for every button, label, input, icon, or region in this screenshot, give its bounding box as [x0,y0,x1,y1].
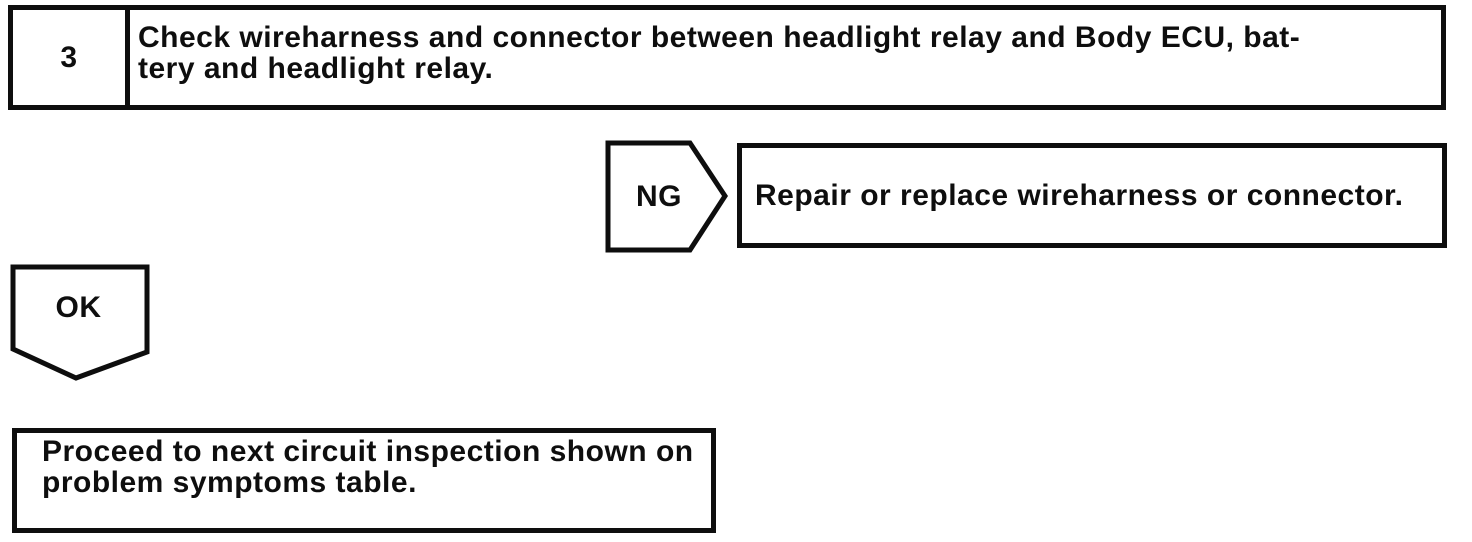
ng-action-text: Repair or replace wireharness or connect… [755,179,1404,212]
ok-action-box: Proceed to next circuit inspection shown… [12,428,716,533]
ok-arrow-icon [10,264,150,381]
ok-branch-label: OK [55,291,102,324]
step-box: 3 Check wireharness and connector betwee… [8,5,1446,110]
ng-arrow-icon [605,140,728,253]
step-number: 3 [13,10,130,105]
ng-branch-connector: NG [603,140,730,253]
ok-action-line-1: Proceed to next circuit inspection shown… [42,435,694,468]
ok-action-line-2: problem symptoms table. [42,466,417,499]
step-instruction-line-1: Check wireharness and connector between … [138,21,1301,54]
ng-branch-label: NG [636,179,682,213]
step-instruction: Check wireharness and connector between … [130,10,1441,105]
ng-action-box: Repair or replace wireharness or connect… [737,143,1447,248]
step-instruction-line-2: tery and headlight relay. [138,52,494,85]
ok-branch-connector: OK [10,263,152,382]
